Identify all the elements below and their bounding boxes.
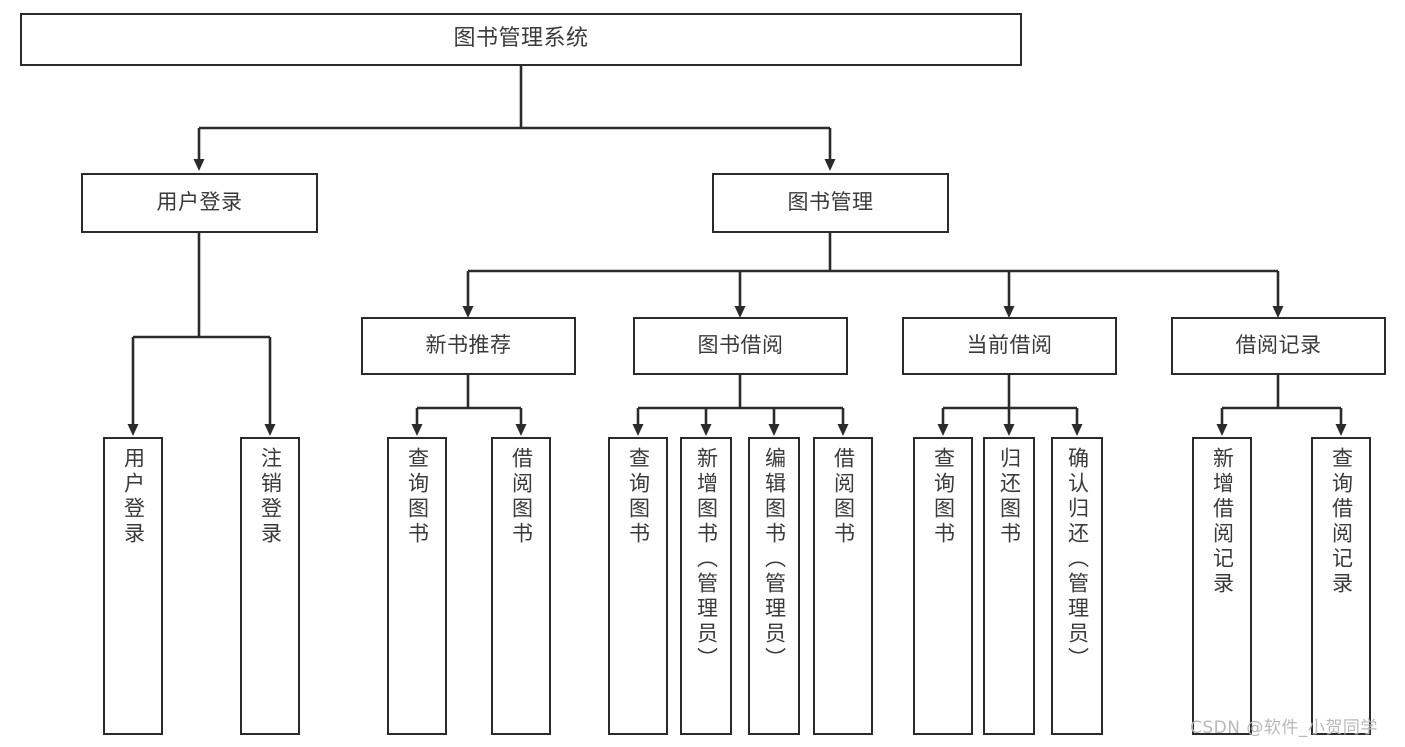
leaf-query-book-current[interactable]: 查询图书 xyxy=(913,437,973,735)
edges-root-to-level1 xyxy=(193,66,836,171)
leaf-query-borrow-record[interactable]: 查询借阅记录 xyxy=(1311,437,1371,735)
node-label: 新增借阅记录 xyxy=(1210,447,1235,597)
node-label: 用户登录 xyxy=(156,190,243,215)
leaf-borrow-book[interactable]: 借阅图书 xyxy=(813,437,873,735)
node-label: 新书推荐 xyxy=(425,333,512,358)
node-label: 查询图书 xyxy=(931,447,956,547)
node-label: 借阅图书 xyxy=(831,447,856,547)
node-borrow-record[interactable]: 借阅记录 xyxy=(1171,317,1386,375)
node-label: 查询图书 xyxy=(626,447,651,547)
leaf-logout-login[interactable]: 注销登录 xyxy=(240,437,300,735)
leaf-borrow-book-recommend[interactable]: 借阅图书 xyxy=(491,437,551,735)
node-label: 新增图书（管理员） xyxy=(694,447,719,672)
node-label: 借阅记录 xyxy=(1235,333,1322,358)
edges-borrowrecord-to-leaves xyxy=(1216,375,1347,436)
node-label: 当前借阅 xyxy=(966,333,1053,358)
node-new-book-recommend[interactable]: 新书推荐 xyxy=(361,317,576,375)
node-book-manage[interactable]: 图书管理 xyxy=(712,173,949,233)
node-label: 归还图书 xyxy=(997,447,1022,547)
leaf-query-book-recommend[interactable]: 查询图书 xyxy=(387,437,447,735)
node-label: 编辑图书（管理员） xyxy=(762,447,787,672)
leaf-return-book[interactable]: 归还图书 xyxy=(983,437,1035,735)
leaf-edit-book-admin[interactable]: 编辑图书（管理员） xyxy=(748,437,800,735)
node-label: 确认归还（管理员） xyxy=(1065,447,1090,672)
node-label: 图书借阅 xyxy=(697,333,784,358)
leaf-add-book-admin[interactable]: 新增图书（管理员） xyxy=(680,437,732,735)
edges-bookmanage-to-level2 xyxy=(462,233,1284,318)
edges-currentborrow-to-leaves xyxy=(937,375,1083,436)
node-label: 查询借阅记录 xyxy=(1329,447,1354,597)
leaf-add-borrow-record[interactable]: 新增借阅记录 xyxy=(1192,437,1252,735)
node-label: 用户登录 xyxy=(121,447,146,547)
node-label: 查询图书 xyxy=(405,447,430,547)
node-label: 图书管理 xyxy=(787,190,874,215)
node-user-login[interactable]: 用户登录 xyxy=(81,173,318,233)
leaf-query-book-borrow[interactable]: 查询图书 xyxy=(608,437,668,735)
node-label: 注销登录 xyxy=(258,447,283,547)
leaf-confirm-return-admin[interactable]: 确认归还（管理员） xyxy=(1051,437,1103,735)
node-label: 图书管理系统 xyxy=(453,26,589,52)
leaf-user-login[interactable]: 用户登录 xyxy=(103,437,163,735)
node-label: 借阅图书 xyxy=(509,447,534,547)
edges-bookborrow-to-leaves xyxy=(632,375,849,436)
node-book-borrow[interactable]: 图书借阅 xyxy=(633,317,848,375)
node-current-borrow[interactable]: 当前借阅 xyxy=(902,317,1117,375)
node-root-book-management-system[interactable]: 图书管理系统 xyxy=(20,13,1022,66)
edges-userlogin-to-leaves xyxy=(127,233,276,436)
edges-newbook-to-leaves xyxy=(411,375,527,436)
